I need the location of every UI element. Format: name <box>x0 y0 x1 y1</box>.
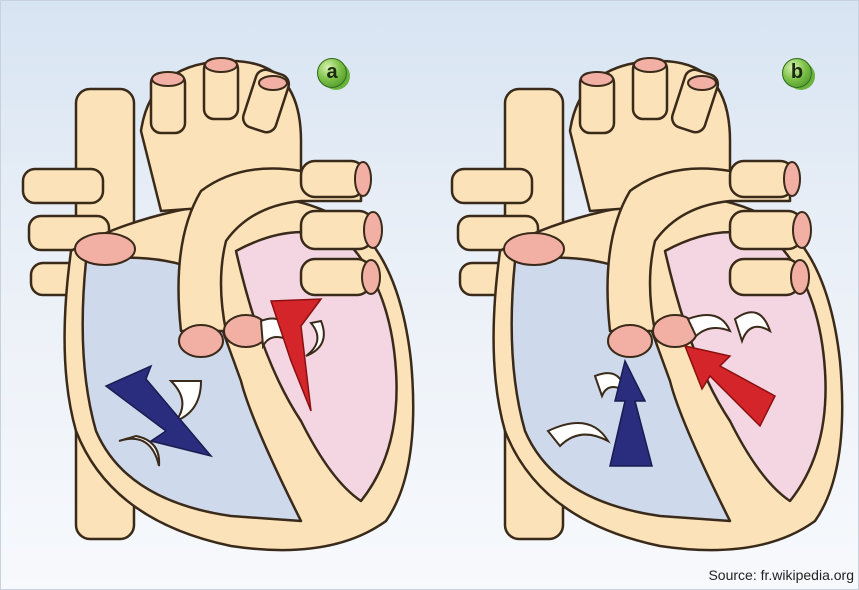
heart-diagram-a <box>1 1 431 561</box>
panel-label-b: b <box>782 58 812 88</box>
panel-label-a: a <box>317 58 347 88</box>
vena-cava-opening <box>75 233 135 265</box>
source-credit: Source: fr.wikipedia.org <box>708 567 854 583</box>
heart-panel-b: b <box>430 1 859 561</box>
vein-stub-1 <box>23 169 103 203</box>
heart-panel-a: a <box>1 1 431 561</box>
pulmonary-valve-ring <box>179 325 223 357</box>
